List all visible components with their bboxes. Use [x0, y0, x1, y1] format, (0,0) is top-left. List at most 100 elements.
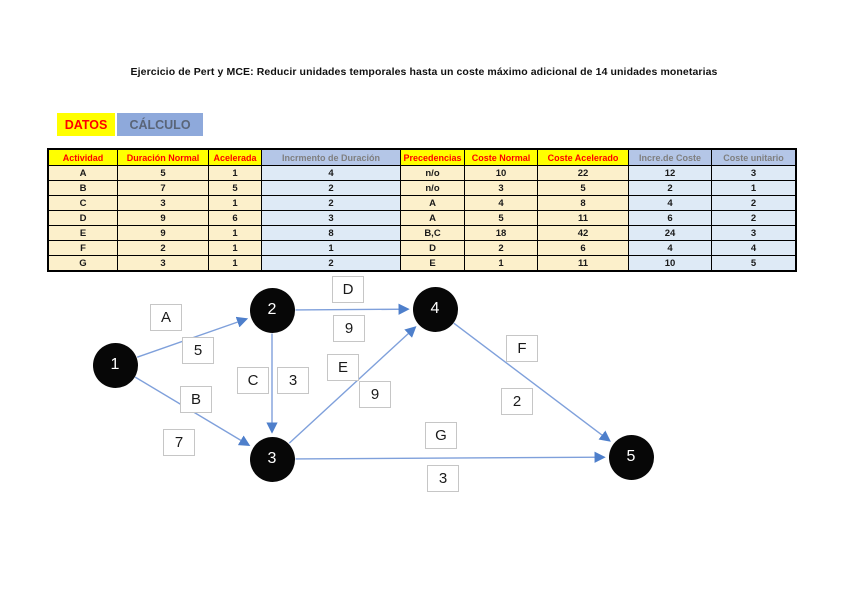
edge-G-arrow	[295, 451, 606, 463]
cell-precedencias-C: A	[400, 195, 465, 211]
activity-label-F: F	[506, 334, 538, 362]
duration-label-9: 9	[333, 314, 365, 342]
activity-label-C: C	[237, 366, 269, 394]
cell-incrmento-de-duración-A: 4	[261, 165, 401, 181]
cell-acelerada-G: 1	[208, 255, 262, 272]
activity-label-E: E	[327, 353, 359, 381]
event-node-2: 2	[249, 287, 295, 333]
cell-precedencias-D: A	[400, 210, 465, 226]
cell-duración-normal-F: 2	[117, 240, 209, 256]
cell-coste-normal-A: 10	[464, 165, 538, 181]
column-header-precedencias: Precedencias	[400, 148, 465, 166]
cell-actividad-B: B	[47, 180, 118, 196]
cell-incrmento-de-duración-C: 2	[261, 195, 401, 211]
cell-acelerada-B: 5	[208, 180, 262, 196]
cell-incre-de-coste-B: 2	[628, 180, 712, 196]
cell-incrmento-de-duración-B: 2	[261, 180, 401, 196]
tab-calculo[interactable]: CÁLCULO	[117, 113, 203, 136]
duration-label-5: 5	[182, 336, 214, 364]
cell-coste-unitario-B: 1	[711, 180, 797, 196]
cell-coste-normal-D: 5	[464, 210, 538, 226]
cell-coste-acelerado-F: 6	[537, 240, 629, 256]
cell-coste-unitario-E: 3	[711, 225, 797, 241]
event-node-1: 1	[92, 342, 138, 388]
cell-acelerada-F: 1	[208, 240, 262, 256]
cell-duración-normal-D: 9	[117, 210, 209, 226]
cell-actividad-A: A	[47, 165, 118, 181]
cell-coste-acelerado-G: 11	[537, 255, 629, 272]
cell-incre-de-coste-E: 24	[628, 225, 712, 241]
tab-datos-label: DATOS	[64, 117, 108, 132]
activity-label-B: B	[180, 385, 212, 413]
cell-incrmento-de-duración-E: 8	[261, 225, 401, 241]
column-header-acelerada: Acelerada	[208, 148, 262, 166]
activity-label-D: D	[332, 275, 364, 303]
cell-coste-unitario-C: 2	[711, 195, 797, 211]
cell-acelerada-E: 1	[208, 225, 262, 241]
cell-actividad-C: C	[47, 195, 118, 211]
event-node-3: 3	[249, 436, 295, 482]
column-header-incre-de-coste: Incre.de Coste	[628, 148, 712, 166]
cell-incre-de-coste-F: 4	[628, 240, 712, 256]
cell-duración-normal-B: 7	[117, 180, 209, 196]
cell-duración-normal-E: 9	[117, 225, 209, 241]
cell-acelerada-C: 1	[208, 195, 262, 211]
cell-coste-normal-B: 3	[464, 180, 538, 196]
duration-label-7: 7	[163, 428, 195, 456]
cell-actividad-D: D	[47, 210, 118, 226]
cell-incre-de-coste-A: 12	[628, 165, 712, 181]
duration-label-3: 3	[427, 464, 459, 492]
cell-duración-normal-G: 3	[117, 255, 209, 272]
cell-precedencias-E: B,C	[400, 225, 465, 241]
cell-coste-unitario-F: 4	[711, 240, 797, 256]
cell-incre-de-coste-G: 10	[628, 255, 712, 272]
cell-incre-de-coste-D: 6	[628, 210, 712, 226]
cell-precedencias-B: n/o	[400, 180, 465, 196]
column-header-incrmento-de-duración: Incrmento de Duración	[261, 148, 401, 166]
cell-coste-acelerado-B: 5	[537, 180, 629, 196]
page-title: Ejercicio de Pert y MCE: Reducir unidade…	[130, 66, 718, 78]
cell-acelerada-A: 1	[208, 165, 262, 181]
cell-coste-unitario-G: 5	[711, 255, 797, 272]
cell-coste-acelerado-E: 42	[537, 225, 629, 241]
column-header-duración-normal: Duración Normal	[117, 148, 209, 166]
column-header-actividad: Actividad	[47, 148, 118, 166]
tab-calculo-label: CÁLCULO	[129, 117, 191, 132]
cell-actividad-F: F	[47, 240, 118, 256]
cell-precedencias-F: D	[400, 240, 465, 256]
cell-incre-de-coste-C: 4	[628, 195, 712, 211]
cell-actividad-E: E	[47, 225, 118, 241]
cell-precedencias-G: E	[400, 255, 465, 272]
cell-coste-normal-F: 2	[464, 240, 538, 256]
cell-coste-acelerado-A: 22	[537, 165, 629, 181]
cell-coste-normal-E: 18	[464, 225, 538, 241]
cell-duración-normal-A: 5	[117, 165, 209, 181]
cell-coste-normal-G: 1	[464, 255, 538, 272]
cell-coste-acelerado-D: 11	[537, 210, 629, 226]
cell-actividad-G: G	[47, 255, 118, 272]
activity-label-A: A	[150, 303, 182, 331]
cell-incrmento-de-duración-D: 3	[261, 210, 401, 226]
cell-coste-acelerado-C: 8	[537, 195, 629, 211]
column-header-coste-unitario: Coste unitario	[711, 148, 797, 166]
cell-coste-unitario-A: 3	[711, 165, 797, 181]
column-header-coste-acelerado: Coste Acelerado	[537, 148, 629, 166]
cell-coste-unitario-D: 2	[711, 210, 797, 226]
cell-coste-normal-C: 4	[464, 195, 538, 211]
cell-precedencias-A: n/o	[400, 165, 465, 181]
cell-acelerada-D: 6	[208, 210, 262, 226]
duration-label-2: 2	[501, 387, 533, 415]
tab-datos[interactable]: DATOS	[57, 113, 115, 136]
event-node-5: 5	[608, 434, 654, 480]
